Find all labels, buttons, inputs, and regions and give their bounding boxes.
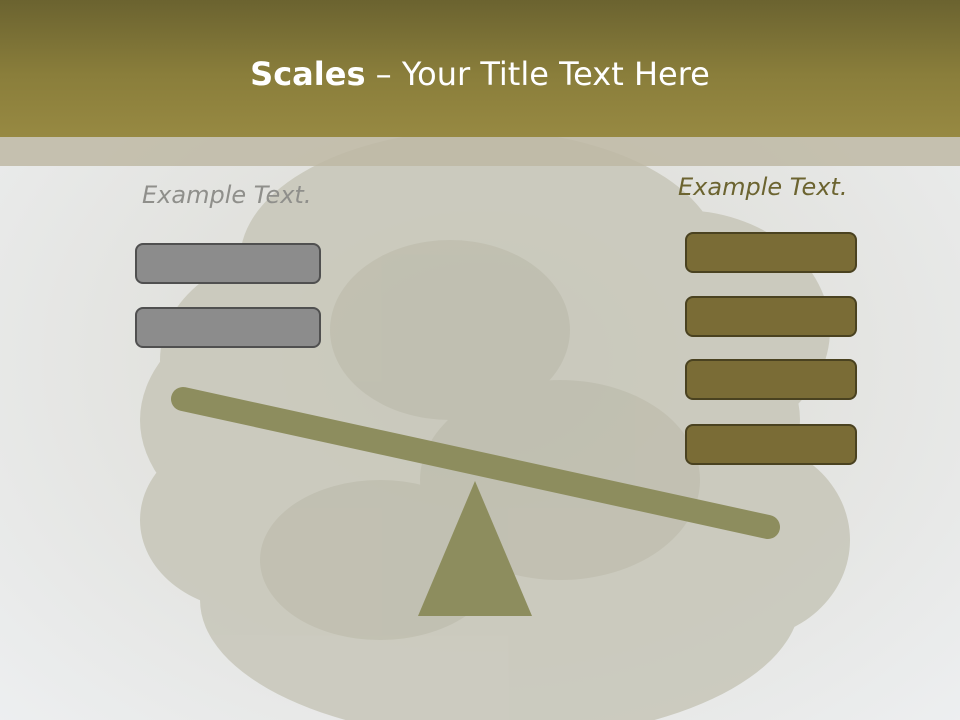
right-weight-box-3[interactable] [685,359,857,400]
title-bar-band [0,137,960,166]
title-bar [0,0,960,137]
right-weight-box-1[interactable] [685,232,857,273]
scale-fulcrum[interactable] [418,481,532,616]
left-example-text[interactable]: Example Text. [142,181,312,209]
slide-title-bold: Scales [250,55,366,93]
left-weight-box-2[interactable] [135,307,321,348]
scale-beam[interactable] [171,387,780,539]
slide-title-rest: – Your Title Text Here [365,55,710,93]
right-weight-box-2[interactable] [685,296,857,337]
left-weight-box-1[interactable] [135,243,321,284]
right-weight-box-4[interactable] [685,424,857,465]
right-example-text[interactable]: Example Text. [678,173,848,201]
slide-title[interactable]: Scales – Your Title Text Here [0,52,960,96]
